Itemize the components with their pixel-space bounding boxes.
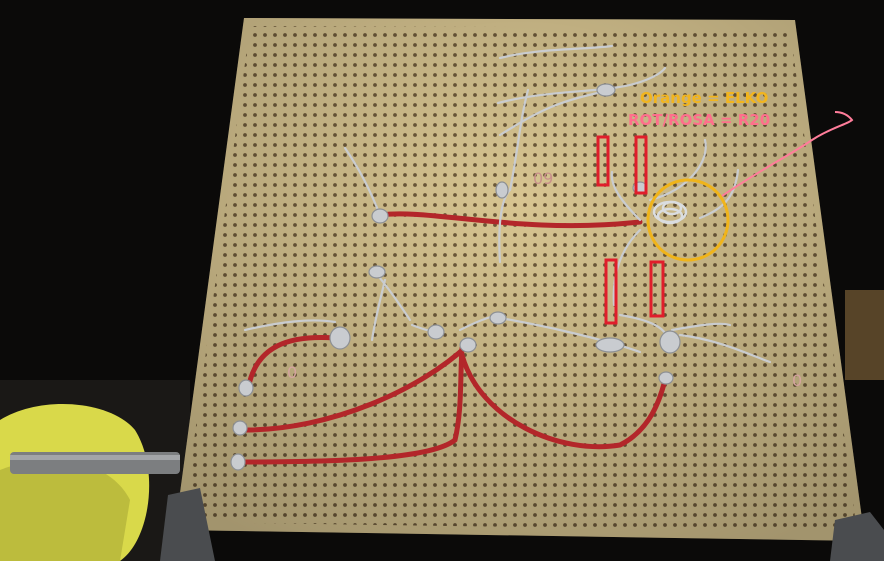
solder-joint — [427, 324, 445, 340]
board-print-top: 09 — [533, 169, 553, 188]
yellow-foam-shadow — [0, 460, 130, 561]
solder-joint — [659, 330, 681, 354]
solder-joint — [329, 326, 351, 350]
solder-joint — [489, 311, 507, 325]
wire-bottom — [237, 345, 465, 465]
solder-joint — [596, 83, 616, 97]
board-print-bottom-right: 0 — [792, 371, 802, 390]
coiled-lead — [652, 200, 688, 225]
wire-left-middle — [242, 342, 471, 433]
annotation-r20: ROT/ROSA = R20 — [628, 111, 770, 129]
solder-joint — [495, 181, 509, 199]
right-side-object — [845, 290, 884, 380]
solder-joint — [232, 420, 248, 436]
solder-joint — [459, 337, 477, 353]
wire-left-loop — [245, 335, 338, 393]
solder-joint — [368, 265, 386, 279]
solder-joint — [230, 453, 246, 471]
grey-rod-highlight — [10, 455, 180, 460]
red-marker-box — [634, 135, 648, 195]
board-print-bottom-left: 0 — [287, 363, 297, 382]
red-marker-box — [604, 258, 618, 325]
red-wires — [237, 211, 668, 465]
wire-right-arc — [459, 352, 668, 450]
solder-joint — [658, 371, 674, 385]
red-marker-box — [649, 260, 665, 318]
red-marker-box — [596, 135, 610, 187]
solder-joint — [595, 337, 625, 353]
solder-joint — [238, 379, 254, 397]
left-clamp — [160, 488, 215, 561]
pink-arrow — [721, 111, 854, 197]
right-clamp — [830, 512, 884, 561]
solder-joint — [371, 208, 389, 224]
annotation-elko: Orange = ELKO — [640, 89, 768, 107]
red-markers — [596, 135, 665, 325]
orange-circle-marker — [646, 178, 730, 262]
wire-top-long — [377, 211, 643, 229]
